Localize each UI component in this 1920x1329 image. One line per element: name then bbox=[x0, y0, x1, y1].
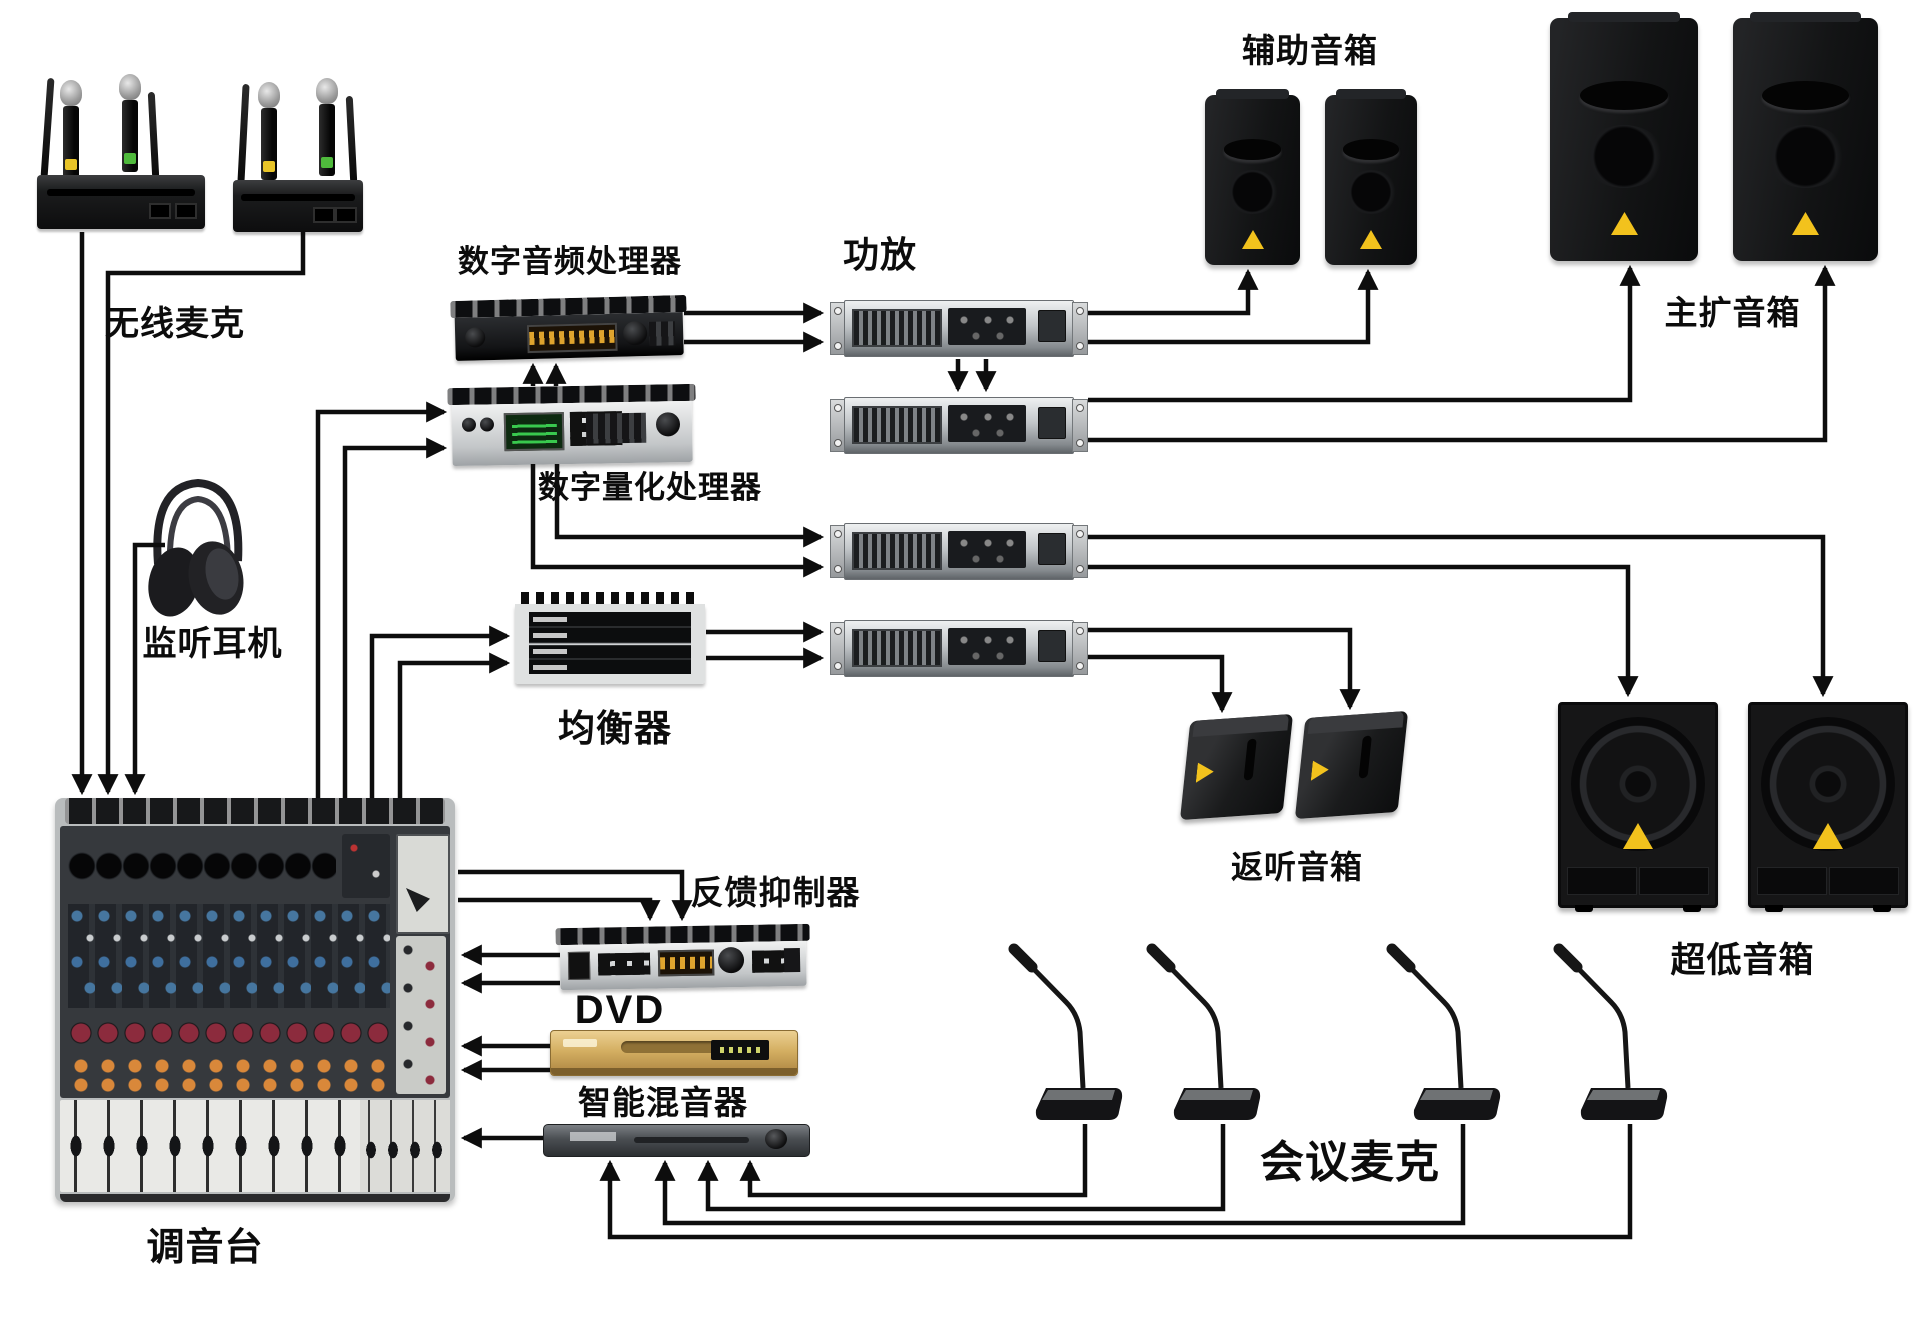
mixer-face bbox=[60, 826, 450, 1098]
digital-audio-processor-label: 数字音频处理器 bbox=[458, 244, 682, 279]
warning-triangle-icon bbox=[1196, 762, 1215, 783]
warning-triangle-icon bbox=[1311, 760, 1330, 781]
mixer-gain-knobs bbox=[68, 834, 336, 898]
feedback-suppressor bbox=[555, 923, 810, 991]
handheld-mic-icon bbox=[316, 78, 338, 176]
equalizer-label: 均衡器 bbox=[558, 708, 672, 749]
mixer-red-knobs bbox=[68, 1012, 390, 1054]
line-mixer-to-fs-2 bbox=[458, 897, 661, 922]
wireless-mic-label: 无线麦克 bbox=[105, 305, 245, 343]
mixer-faders bbox=[60, 1100, 450, 1192]
monitor-speakers-label: 返听音箱 bbox=[1230, 849, 1363, 885]
mixer-master-faders bbox=[360, 1100, 450, 1192]
line-mixer-to-equalizer-2 bbox=[397, 652, 511, 798]
feedback-suppressor-label: 反馈抑制器 bbox=[690, 874, 861, 911]
line-amp4-to-monitor2 bbox=[1088, 627, 1361, 711]
power-amp-3 bbox=[830, 523, 1088, 580]
aux-speakers-label: 辅助音箱 bbox=[1242, 32, 1378, 69]
smart-mixer bbox=[543, 1124, 810, 1157]
mixer-jack-strip bbox=[65, 798, 445, 824]
antenna-icon bbox=[40, 77, 55, 179]
power-amp-4 bbox=[830, 620, 1088, 677]
dvd-player bbox=[550, 1030, 798, 1076]
monitor-speaker-1 bbox=[1179, 713, 1294, 821]
power-amp-2 bbox=[830, 397, 1088, 454]
equalizer bbox=[515, 592, 705, 684]
handheld-mic-icon bbox=[258, 82, 280, 180]
digital-audio-processor bbox=[450, 294, 687, 361]
main-speakers-label: 主扩音箱 bbox=[1664, 294, 1801, 331]
aux-speaker-1 bbox=[1205, 89, 1300, 265]
main-speaker-1 bbox=[1550, 12, 1698, 261]
mixer-channel-knobs bbox=[68, 904, 390, 1008]
mixer-master-section bbox=[396, 936, 446, 1094]
subwoofer-1 bbox=[1558, 702, 1718, 912]
warning-triangle-icon bbox=[1242, 230, 1264, 249]
antenna-icon bbox=[147, 91, 160, 179]
handheld-mic-icon bbox=[119, 74, 141, 172]
antenna-icon bbox=[237, 83, 250, 184]
mixer-bottom-rail bbox=[60, 1194, 450, 1202]
receiver-box bbox=[37, 175, 205, 229]
conference-mic-1 bbox=[1008, 943, 1123, 1120]
power-amp-1 bbox=[830, 300, 1088, 357]
mixing-console bbox=[55, 798, 455, 1202]
line-amp2-to-main1 bbox=[1088, 264, 1641, 403]
digital-quantization-processor bbox=[447, 383, 696, 467]
monitor-speaker-2 bbox=[1294, 710, 1409, 820]
line-amp3-to-sub2 bbox=[1088, 534, 1834, 698]
subwoofer-2 bbox=[1748, 702, 1908, 912]
line-mixer-to-equalizer-1 bbox=[369, 625, 511, 798]
headphones-icon bbox=[148, 478, 244, 617]
subwoofers-label: 超低音箱 bbox=[1670, 941, 1815, 980]
warning-triangle-icon bbox=[1360, 230, 1382, 249]
antenna-icon bbox=[345, 95, 358, 184]
line-mixer-to-fs-1 bbox=[458, 869, 693, 922]
mixer-display bbox=[396, 834, 450, 934]
conference-mic-label: 会议麦克 bbox=[1260, 1138, 1440, 1187]
line-mixer-to-quantizer-1 bbox=[315, 401, 448, 798]
aux-speaker-2 bbox=[1325, 89, 1417, 265]
line-mixer-to-quantizer-2 bbox=[342, 437, 448, 798]
handheld-mic-icon bbox=[60, 80, 82, 178]
monitor-headphones-label: 监听耳机 bbox=[142, 625, 283, 663]
conference-mic-4 bbox=[1553, 943, 1668, 1120]
line-amp1-to-aux1 bbox=[1088, 268, 1259, 316]
power-amp-label: 功放 bbox=[842, 234, 917, 275]
line-amp4-to-monitor1 bbox=[1088, 654, 1233, 714]
line-amp3-to-sub1 bbox=[1088, 564, 1639, 698]
line-amp1-to-aux2 bbox=[1088, 268, 1379, 345]
receiver-box bbox=[233, 180, 363, 232]
digital-quantization-processor-label: 数字量化处理器 bbox=[538, 470, 762, 505]
mixer-label: 调音台 bbox=[146, 1227, 264, 1269]
warning-triangle-icon bbox=[1792, 212, 1819, 235]
warning-triangle-icon bbox=[1611, 212, 1638, 235]
mixer-orange-buttons bbox=[68, 1056, 390, 1094]
main-speaker-2 bbox=[1733, 12, 1878, 261]
conference-mic-3 bbox=[1386, 943, 1501, 1120]
dvd-label: DVD bbox=[574, 988, 666, 1032]
conference-mic-2 bbox=[1146, 943, 1261, 1120]
mixer-meter-section bbox=[342, 834, 390, 898]
smart-mixer-label: 智能混音器 bbox=[578, 1084, 748, 1121]
